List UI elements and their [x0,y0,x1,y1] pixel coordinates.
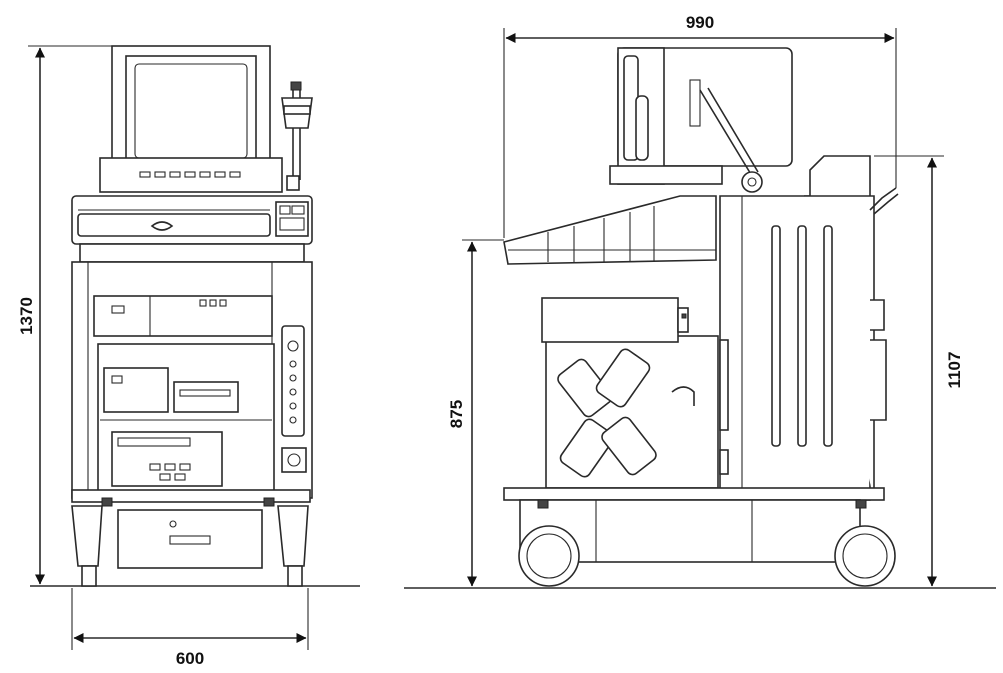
side-monitor-arm [699,87,763,193]
front-height-label: 1370 [17,297,36,335]
side-top-height-dimension: 1107 [874,155,964,587]
side-view: 990 875 1107 [404,13,996,589]
front-monitor [99,45,283,193]
front-height-dimension: 1370 [17,45,112,585]
monitor-buttons [139,171,241,178]
side-top-height-label: 1107 [945,352,964,389]
front-control-panel [71,195,313,263]
side-cabinet [719,155,899,501]
side-keyboard [503,195,717,265]
side-monitor [609,47,793,185]
side-shelf [541,297,719,489]
side-depth-label: 990 [686,13,714,32]
side-table-height-label: 875 [447,400,466,428]
front-width-dimension: 600 [71,588,309,668]
front-width-label: 600 [176,649,204,668]
front-probe-holder [281,81,313,191]
front-cabinet [71,261,313,499]
front-base [71,489,311,587]
side-rear-wheel [834,525,896,587]
side-front-wheel [518,525,580,587]
side-table-height-dimension: 875 [447,239,504,587]
front-view: 1370 600 [17,45,360,668]
probe-cradles [557,348,657,478]
side-base [503,487,896,587]
side-depth-dimension: 990 [503,13,897,238]
